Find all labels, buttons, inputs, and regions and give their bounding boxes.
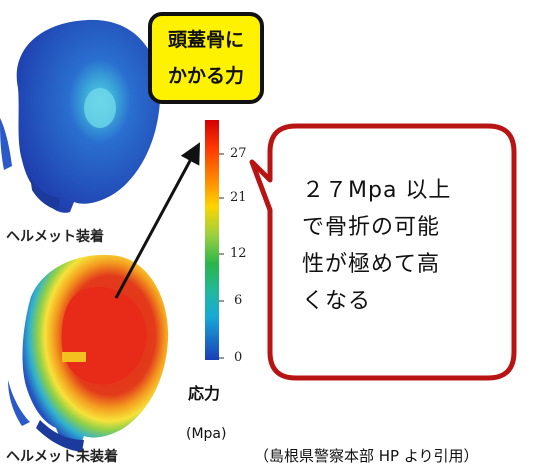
callout-line-4: くなる bbox=[302, 289, 372, 314]
callout-text: ２７Mpa 以上 で骨折の可能 性が極めて高 くなる bbox=[302, 172, 502, 320]
tick-label-27: 27 bbox=[230, 146, 247, 161]
tick-label-0: 0 bbox=[234, 350, 243, 365]
stress-label: 応力 bbox=[188, 384, 221, 403]
callout-bubble bbox=[249, 123, 517, 381]
skull-helmet-off bbox=[8, 254, 169, 452]
tick-label-21: 21 bbox=[230, 190, 247, 205]
title-line-2: かかる力 bbox=[167, 65, 244, 87]
skull-helmet-on bbox=[0, 19, 161, 213]
title-box: 頭蓋骨に かかる力 bbox=[148, 12, 264, 104]
pointer-arrow bbox=[114, 142, 200, 299]
callout-line-1: ２７Mpa 以上 bbox=[302, 178, 452, 203]
title-line-1: 頭蓋骨に bbox=[167, 29, 244, 51]
source-citation: （島根県警察本部 HP より引用） bbox=[254, 447, 479, 465]
callout-line-3: 性が極めて高 bbox=[302, 252, 441, 277]
tick-label-6: 6 bbox=[234, 293, 243, 308]
caption-helmet-off: ヘルメット未装着 bbox=[6, 449, 118, 465]
unit-label: (Mpa) bbox=[186, 426, 227, 442]
tick-label-12: 12 bbox=[230, 246, 247, 261]
colorbar-tick-marks bbox=[219, 153, 224, 359]
stress-colorbar bbox=[205, 120, 219, 360]
caption-helmet-on: ヘルメット装着 bbox=[6, 229, 104, 245]
callout-line-2: で骨折の可能 bbox=[302, 215, 441, 240]
